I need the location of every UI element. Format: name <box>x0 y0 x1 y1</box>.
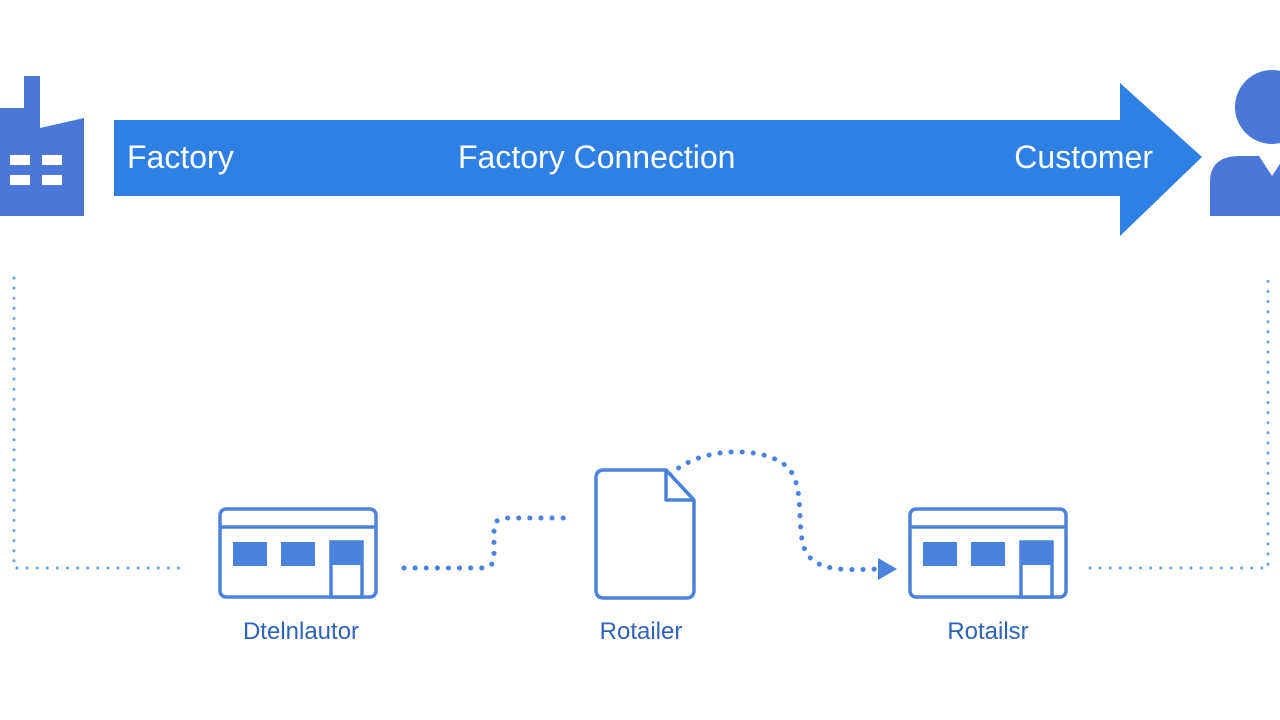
banner-center-label: Factory Connection <box>458 139 735 175</box>
dotted-connector-document-retailer <box>667 449 881 573</box>
factory-building <box>0 76 84 216</box>
dotted-connector-distributor-document <box>401 515 571 571</box>
factory-window <box>10 155 30 165</box>
person-head <box>1235 70 1280 144</box>
person-icon <box>1210 70 1280 216</box>
banner-right-label: Customer <box>1014 139 1153 175</box>
person-body <box>1210 156 1280 216</box>
store-icon <box>218 507 378 599</box>
store-window <box>923 542 957 566</box>
factory-window <box>10 175 30 185</box>
store-window <box>971 542 1005 566</box>
document-page <box>594 468 696 600</box>
factory-connection-arrow: Factory Factory Connection Customer <box>114 83 1202 236</box>
retailer-label: Rotailsr <box>947 618 1028 645</box>
arrowhead-icon <box>878 558 897 580</box>
store-door-panel <box>1022 543 1051 565</box>
factory-window <box>42 175 62 185</box>
distributor-label: Dtelnlautor <box>243 618 359 645</box>
factory-icon <box>0 76 84 216</box>
document-icon <box>594 468 696 600</box>
document-label: Rotailer <box>600 618 683 645</box>
banner-left-label: Factory <box>127 139 234 175</box>
banner-arrow-shape <box>114 83 1202 236</box>
store-window <box>281 542 315 566</box>
dotted-connector-right <box>1088 276 1270 570</box>
factory-window <box>42 155 62 165</box>
store-window <box>233 542 267 566</box>
document-fold <box>664 470 694 502</box>
store-icon <box>908 507 1068 599</box>
store-door-panel <box>332 543 361 565</box>
dotted-connector-left <box>12 276 187 570</box>
